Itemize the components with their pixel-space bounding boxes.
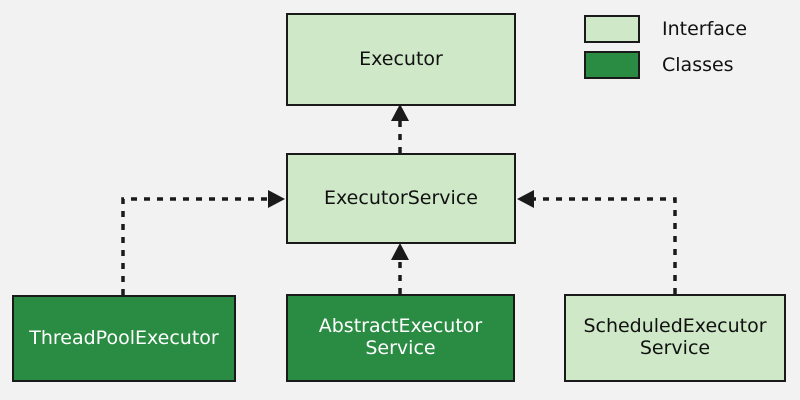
legend-swatch-classes xyxy=(584,51,640,79)
node-abstractexecutorservice[interactable]: AbstractExecutor Service xyxy=(286,294,515,382)
legend-item-classes: Classes xyxy=(584,50,784,80)
legend-label-interface: Interface xyxy=(662,18,748,40)
node-executorservice[interactable]: ExecutorService xyxy=(286,153,516,244)
edge-executorservice-to-executor xyxy=(391,104,409,153)
legend: Interface Classes xyxy=(584,14,784,86)
legend-label-classes: Classes xyxy=(662,54,734,76)
legend-item-interface: Interface xyxy=(584,14,784,44)
node-scheduledexecutorservice[interactable]: ScheduledExecutor Service xyxy=(564,294,786,382)
node-executor[interactable]: Executor xyxy=(286,13,516,106)
node-threadpoolexecutor[interactable]: ThreadPoolExecutor xyxy=(12,295,236,382)
edge-scheduledexecutorservice-to-executorservice xyxy=(517,190,677,294)
edge-threadpoolexecutor-to-executorservice xyxy=(121,190,285,295)
edge-abstractexecutorservice-to-executorservice xyxy=(391,243,409,294)
legend-swatch-interface xyxy=(584,15,640,43)
